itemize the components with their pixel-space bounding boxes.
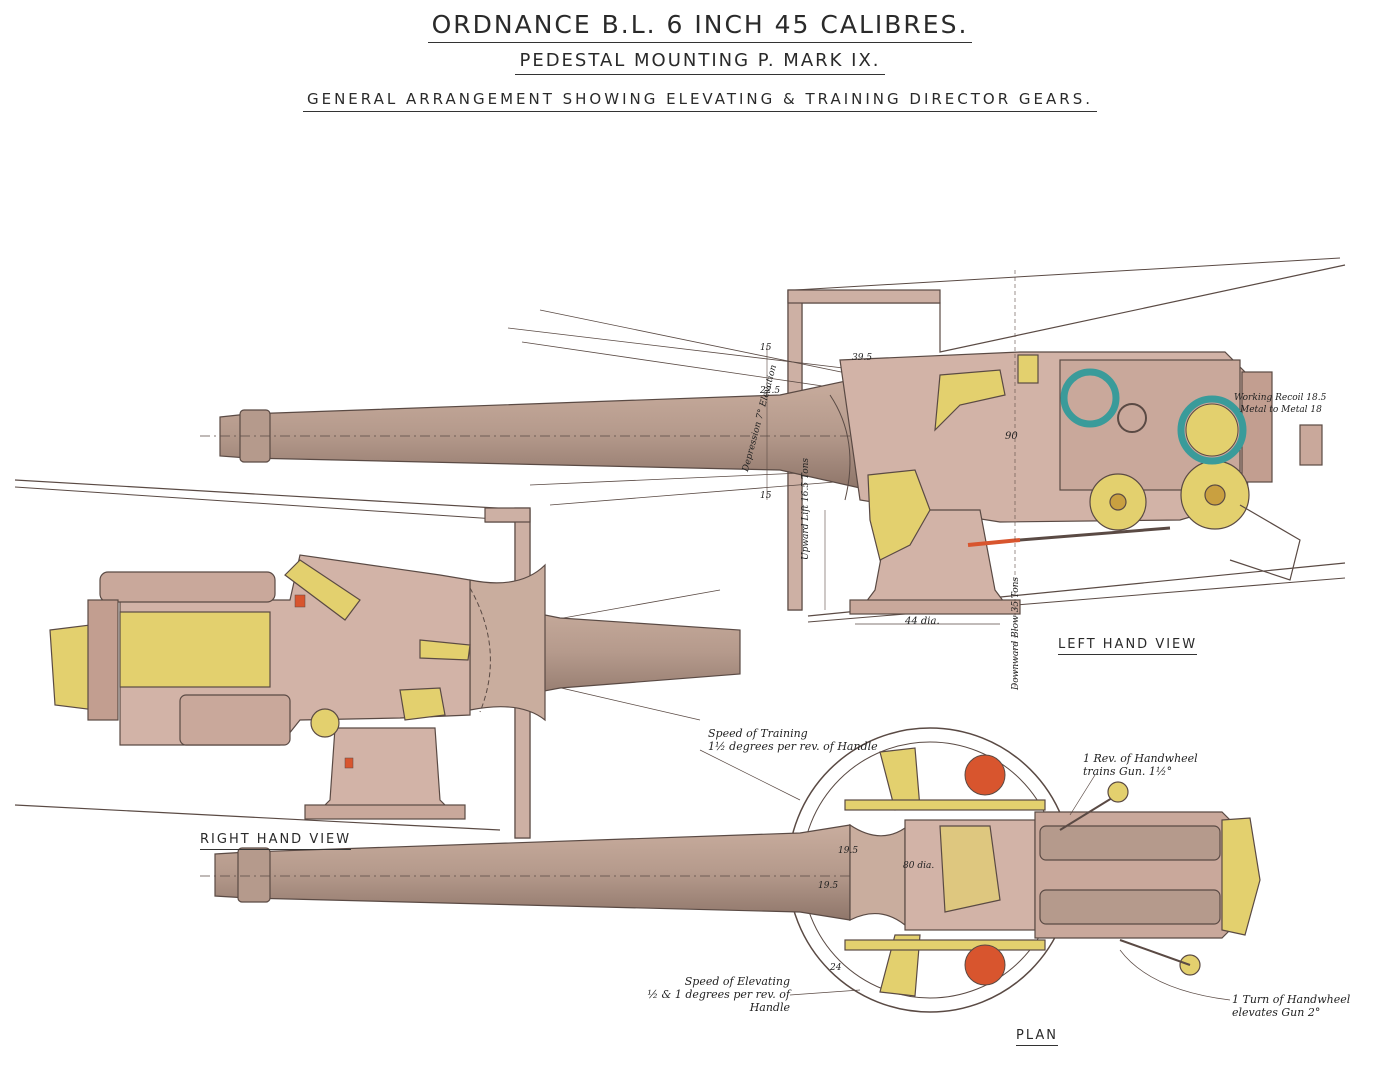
dim-195b: 19.5 (838, 846, 859, 856)
dia-label: 44 dia. (905, 616, 940, 627)
dim-225: 22.5 (760, 386, 781, 396)
dim-24: 24 (830, 963, 842, 973)
note-leaders (699, 749, 1231, 1001)
downward-blow-label: Downward Blow 35 Tons (1011, 576, 1021, 690)
right-hand-view (14, 479, 741, 839)
dim-80: 80 dia. (903, 861, 935, 871)
dim-195a: 19.5 (818, 881, 839, 891)
handwheel-train-note: 1 Rev. of Handwheel trains Gun. 1½° (1083, 752, 1198, 778)
dim-15a: 15 (760, 343, 772, 353)
left-hand-view-label: LEFT HAND VIEW (1058, 637, 1198, 655)
right-hand-view-label: RIGHT HAND VIEW (200, 832, 352, 850)
dim-15b: 15 (760, 491, 772, 501)
recoil-label: Working Recoil 18.5 (1234, 393, 1327, 403)
speed-training-note: Speed of Training 1½ degrees per rev. of… (708, 727, 878, 753)
left-hand-view (200, 257, 1346, 690)
drawing-description: GENERAL ARRANGEMENT SHOWING ELEVATING & … (0, 90, 1400, 112)
dim-395: 39.5 (852, 353, 873, 363)
handwheel-elevate-note: 1 Turn of Handwheel elevates Gun 2° (1232, 993, 1351, 1019)
drawing-subtitle: PEDESTAL MOUNTING P. MARK IX. (0, 50, 1400, 75)
speed-elevating-note: Speed of Elevating ½ & 1 degrees per rev… (647, 975, 790, 1014)
plan-view (200, 727, 1261, 1013)
plan-label: PLAN (1016, 1028, 1058, 1046)
metal-label: Metal to Metal 18 (1240, 405, 1322, 415)
dim-90: 90 (1005, 431, 1018, 442)
drawing-title: ORDNANCE B.L. 6 INCH 45 CALIBRES. (0, 10, 1400, 43)
upward-lift-label: Upward Lift 16.5 Tons (801, 457, 811, 560)
